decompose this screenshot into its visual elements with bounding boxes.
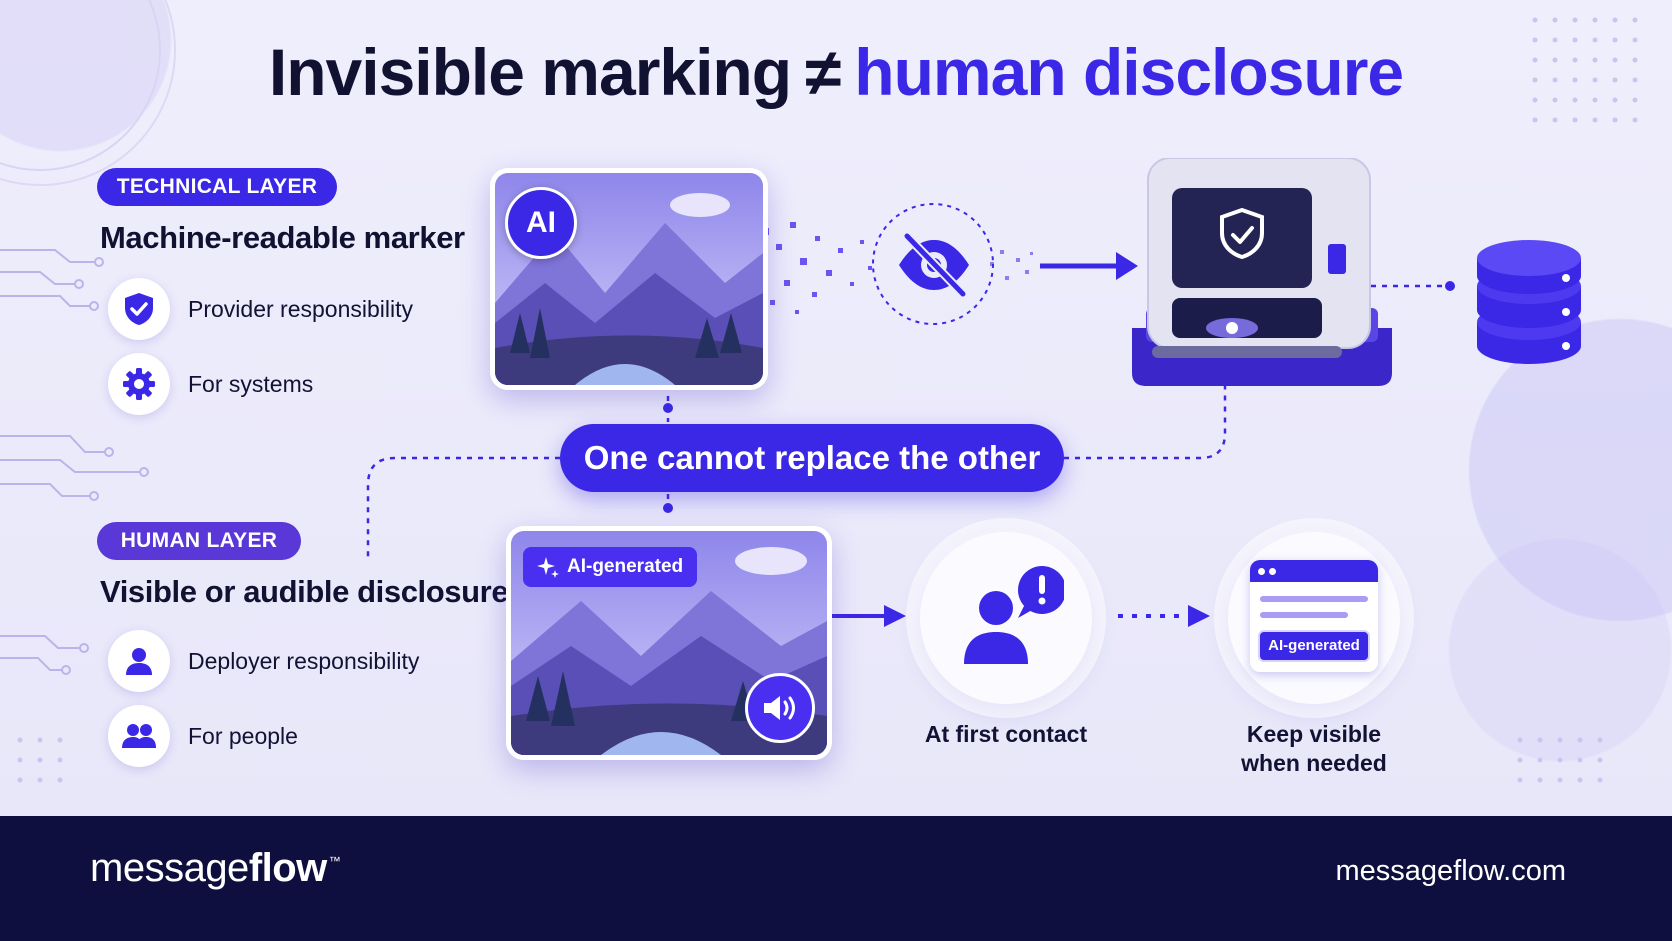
feature-for-systems: For systems <box>108 353 313 415</box>
page-title: Invisible marking≠human disclosure <box>0 34 1672 110</box>
window-ai-generated-tag: AI-generated <box>1258 630 1370 662</box>
first-contact-caption: At first contact <box>924 721 1088 747</box>
center-message: One cannot replace the other <box>560 424 1064 492</box>
speaker-icon <box>745 673 815 743</box>
eye-off-icon <box>893 224 975 311</box>
title-part1: Invisible marking <box>268 35 792 109</box>
feature-label: Provider responsibility <box>188 295 413 322</box>
users-icon <box>108 705 170 767</box>
gear-icon <box>108 353 170 415</box>
feature-for-people: For people <box>108 705 298 767</box>
footer <box>0 816 1672 941</box>
database-icon <box>1474 238 1584 373</box>
title-part2: human disclosure <box>854 35 1404 109</box>
human-layer-heading: Visible or audible disclosure <box>100 574 509 609</box>
person-alert-icon <box>964 566 1064 664</box>
keep-visible-line2: when needed <box>1241 750 1387 776</box>
ai-badge: AI <box>505 187 577 259</box>
footer-url[interactable]: messageflow.com <box>1335 855 1567 887</box>
feature-label: For systems <box>188 370 314 397</box>
keep-visible-caption: Keep visible when needed <box>1204 720 1424 778</box>
ai-image-card: AI <box>490 168 768 390</box>
logo-bold: flow <box>248 846 327 890</box>
keep-visible-line1: Keep visible <box>1246 721 1382 747</box>
shield-check-icon <box>108 278 170 340</box>
feature-label: For people <box>188 722 298 749</box>
not-equal-symbol: ≠ <box>805 35 841 109</box>
scanner-device <box>1132 157 1392 403</box>
keep-visible-circle: AI-generated <box>1228 532 1400 704</box>
logo-light: message <box>90 846 249 890</box>
technical-layer-tag: TECHNICAL LAYER <box>97 168 337 206</box>
feature-provider-responsibility: Provider responsibility <box>108 278 413 340</box>
ai-generated-tag: AI-generated <box>523 547 698 587</box>
technical-layer-heading: Machine-readable marker <box>100 220 465 255</box>
user-icon <box>108 630 170 692</box>
human-layer-tag: HUMAN LAYER <box>97 522 301 560</box>
connector-lines <box>366 203 1455 627</box>
landscape-image <box>495 173 763 385</box>
browser-window-icon: AI-generated <box>1250 560 1378 672</box>
feature-deployer-responsibility: Deployer responsibility <box>108 630 419 692</box>
ai-generated-image-card: AI-generated <box>506 526 832 760</box>
background <box>0 0 1672 816</box>
ai-generated-label: AI-generated <box>567 556 684 577</box>
feature-label: Deployer responsibility <box>188 647 420 674</box>
first-contact-circle <box>920 532 1092 704</box>
sparkle-icon <box>537 557 559 578</box>
logo-tm: ™ <box>328 854 341 868</box>
decorative-background-graphics <box>0 0 1638 783</box>
